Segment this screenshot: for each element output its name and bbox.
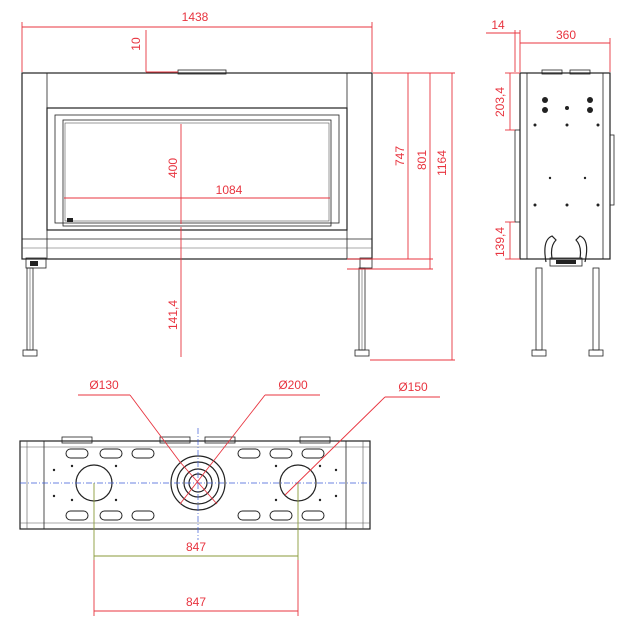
side-view bbox=[514, 69, 615, 357]
side-body bbox=[519, 72, 611, 260]
dim-spacing-outer: 847 bbox=[186, 595, 206, 609]
dim-glass-height: 400 bbox=[166, 158, 180, 178]
dim-height-801: 801 bbox=[415, 150, 429, 170]
dim-overall-width: 1438 bbox=[182, 10, 209, 24]
side-leg-right bbox=[592, 267, 600, 351]
side-leg-left bbox=[535, 267, 543, 351]
dim-glass-width: 1084 bbox=[216, 183, 243, 197]
top-outer-body bbox=[19, 440, 371, 530]
front-outer-body bbox=[21, 72, 373, 260]
top-view bbox=[19, 428, 371, 540]
front-frame bbox=[46, 107, 348, 231]
dim-spacing-inner: 847 bbox=[186, 540, 206, 554]
dim-side-bottom: 139,4 bbox=[493, 227, 507, 257]
dim-bottom-offset: 141,4 bbox=[166, 300, 180, 330]
front-dimensions: 1438 10 400 1084 141,4 747 801 1164 bbox=[21, 10, 455, 361]
dim-diameter-right: Ø150 bbox=[398, 380, 428, 394]
dim-diameter-left: Ø130 bbox=[89, 378, 119, 392]
side-dimensions: 14 360 203,4 139,4 bbox=[486, 18, 611, 260]
dim-side-top: 203,4 bbox=[493, 87, 507, 117]
dim-side-offset: 14 bbox=[491, 18, 505, 32]
top-dimensions: Ø130 Ø200 Ø150 847 847 bbox=[78, 378, 440, 616]
dim-height-747: 747 bbox=[393, 146, 407, 166]
dim-top-gap: 10 bbox=[129, 37, 143, 51]
front-view bbox=[21, 69, 373, 357]
dim-overall-height: 1164 bbox=[435, 150, 449, 176]
glass-panel bbox=[62, 119, 332, 227]
dim-depth: 360 bbox=[556, 28, 576, 42]
dim-diameter-center: Ø200 bbox=[278, 378, 308, 392]
